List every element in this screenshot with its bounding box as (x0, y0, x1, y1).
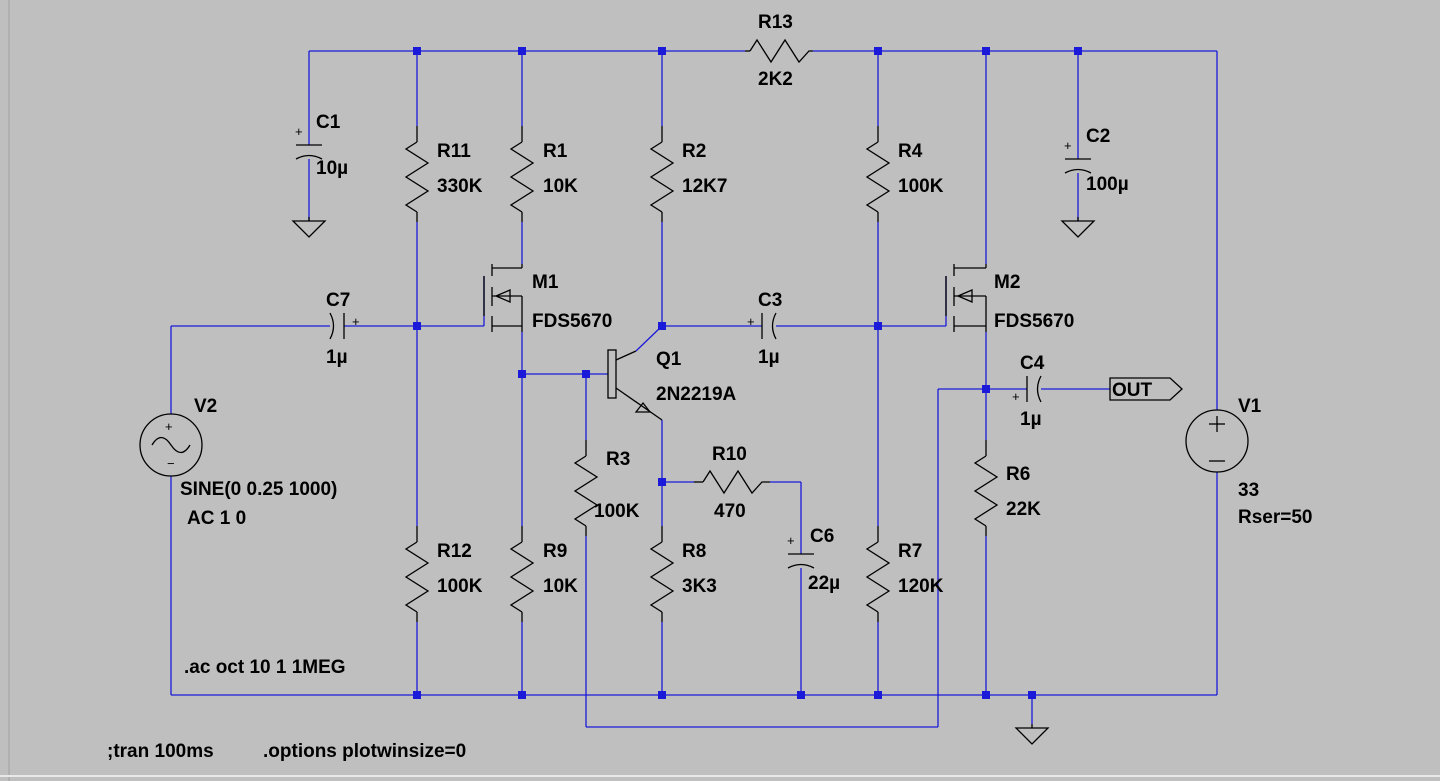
r4-name: R4 (898, 141, 923, 162)
resistor-r8-symbol[interactable] (650, 525, 674, 623)
c4-value: 1µ (1020, 409, 1042, 430)
r2-value: 12K7 (682, 176, 727, 197)
v1-value: 33 (1238, 480, 1259, 501)
r12-value: 100K (437, 576, 483, 597)
m2-value: FDS5670 (994, 311, 1074, 332)
resistor-r11-symbol[interactable] (405, 125, 429, 223)
resistor-r12-symbol[interactable] (405, 525, 429, 623)
c3-value: 1µ (758, 347, 780, 368)
resistor-r9-symbol[interactable] (510, 525, 534, 623)
svg-text:+: + (165, 419, 173, 434)
r13-value: 2K2 (758, 69, 793, 90)
ac-directive: .ac oct 10 1 1MEG (184, 657, 346, 678)
capacitor-c1-symbol[interactable]: + (295, 124, 323, 160)
svg-text:+: + (295, 124, 303, 139)
resistor-r1-symbol[interactable] (510, 125, 534, 223)
r3-name: R3 (606, 449, 630, 470)
capacitor-c3-symbol[interactable]: + (747, 312, 777, 340)
resistor-r4-symbol[interactable] (866, 125, 890, 223)
c6-value: 22µ (808, 573, 840, 594)
resistor-r7-symbol[interactable] (866, 525, 890, 623)
c1-name: C1 (316, 112, 341, 133)
svg-text:+: + (787, 533, 795, 548)
r9-value: 10K (543, 576, 578, 597)
wires (170, 50, 1218, 728)
c3-name: C3 (758, 290, 782, 311)
v2-name: V2 (194, 396, 217, 417)
svg-text:+: + (1064, 138, 1072, 153)
mosfet-m1-symbol[interactable] (483, 264, 523, 332)
r7-value: 120K (898, 576, 944, 597)
m1-value: FDS5670 (532, 311, 612, 332)
r1-name: R1 (543, 141, 568, 162)
r6-value: 22K (1006, 499, 1041, 520)
c6-name: C6 (810, 526, 834, 547)
q1-value: 2N2219A (656, 384, 737, 405)
q1-name: Q1 (656, 349, 682, 370)
c2-value: 100µ (1086, 174, 1129, 195)
r12-name: R12 (437, 541, 472, 562)
mosfet-m2-symbol[interactable] (945, 264, 987, 332)
r4-value: 100K (898, 176, 944, 197)
svg-text:+: + (747, 314, 755, 329)
ground-icon (1061, 216, 1095, 238)
ground-icon (1015, 723, 1049, 745)
r2-name: R2 (682, 141, 706, 162)
capacitor-c4-symbol[interactable]: + (1012, 375, 1042, 404)
options-directive: .options plotwinsize=0 (263, 741, 466, 762)
c7-name: C7 (326, 290, 350, 311)
m1-name: M1 (532, 272, 559, 293)
resistor-r13-symbol[interactable] (745, 38, 813, 64)
c2-name: C2 (1086, 126, 1110, 147)
capacitor-c2-symbol[interactable]: + (1064, 138, 1092, 174)
resistor-r10-symbol[interactable] (694, 469, 770, 495)
resistor-r2-symbol[interactable] (650, 125, 674, 223)
capacitor-c7-symbol[interactable]: + (329, 312, 360, 340)
resistor-r6-symbol[interactable] (974, 439, 998, 537)
c4-name: C4 (1020, 353, 1045, 374)
voltage-source-v2-symbol[interactable]: + − (139, 413, 203, 477)
r8-name: R8 (682, 541, 706, 562)
tran-comment: ;tran 100ms (107, 741, 214, 762)
r9-name: R9 (543, 541, 567, 562)
r11-value: 330K (437, 176, 483, 197)
component-labels: R13 2K2 C1 10µ R11 330K R1 10K R2 12K7 R… (180, 12, 1312, 597)
net-label-out-text: OUT (1112, 380, 1153, 401)
r3-value: 100K (594, 501, 640, 522)
svg-text:−: − (167, 456, 175, 471)
svg-text:+: + (1012, 389, 1020, 404)
junction-dots (413, 47, 1082, 699)
m2-name: M2 (994, 272, 1020, 293)
capacitor-c6-symbol[interactable]: + (787, 533, 815, 569)
net-label-out[interactable]: OUT (1109, 377, 1183, 401)
c1-value: 10µ (316, 158, 348, 179)
v2-ac-value: AC 1 0 (187, 508, 246, 529)
r11-name: R11 (437, 141, 471, 162)
r7-name: R7 (898, 541, 922, 562)
v1-name: V1 (1238, 396, 1262, 417)
voltage-source-v1-symbol[interactable] (1185, 409, 1249, 473)
r13-name: R13 (758, 12, 793, 33)
ground-icon (292, 216, 326, 238)
v2-value: SINE(0 0.25 1000) (180, 479, 337, 500)
r1-value: 10K (543, 176, 578, 197)
r10-name: R10 (712, 444, 747, 465)
v1-rser-value: Rser=50 (1238, 507, 1312, 528)
r8-value: 3K3 (682, 576, 717, 597)
c7-value: 1µ (326, 347, 348, 368)
svg-text:+: + (352, 314, 360, 329)
spice-directives: .ac oct 10 1 1MEG ;tran 100ms .options p… (107, 657, 466, 762)
r10-value: 470 (714, 501, 746, 522)
r6-name: R6 (1006, 464, 1030, 485)
transistor-q1-symbol[interactable] (607, 349, 663, 421)
